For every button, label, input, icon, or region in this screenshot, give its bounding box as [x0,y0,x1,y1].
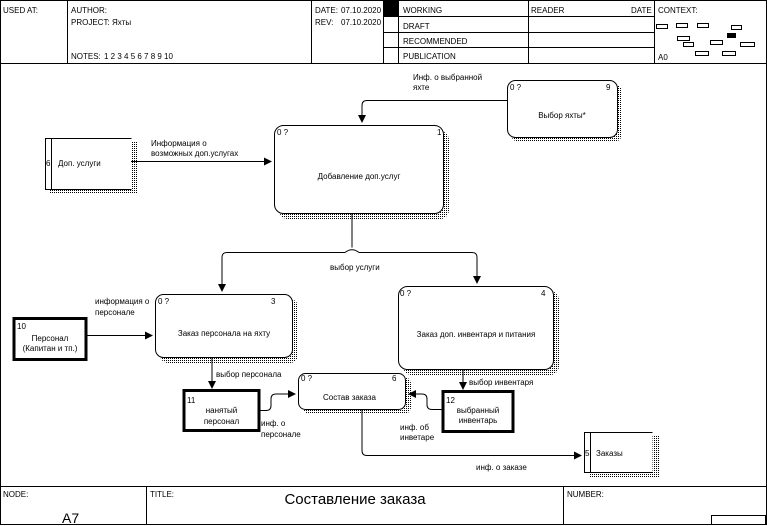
activity-3-number: 3 [271,297,276,306]
status-draft: DRAFT [403,22,430,31]
context-label: CONTEXT: [658,6,698,15]
external-11-number: 11 [187,396,196,405]
activity-4-code: 0 ? [400,289,412,298]
number-label: NUMBER: [567,490,604,499]
external-5-label: Заказы [596,449,623,458]
external-10-number: 10 [17,322,26,331]
arrow-label-inventory-to-order-line1: инф. об [400,423,429,432]
status-publication: PUBLICATION [403,52,456,61]
activity-4-number: 4 [541,289,546,298]
activity-box-6 [298,373,406,410]
date-value: 07.10.2020 [341,6,382,15]
arrow-service-choice-left [218,252,345,292]
activity-1-label: Добавление доп.услуг [317,172,401,181]
activity-6-number: 6 [392,374,397,383]
activity-9-code: 0 ? [510,83,522,92]
activity-4-label: Заказ доп. инвентаря и питания [416,330,536,339]
external-box-12 [441,390,515,433]
arrow-label-inventory-to-order-line2: инветаре [400,433,435,442]
activity-box-9 [507,80,618,138]
arrow-label-staff-to-order-line2: персонале [261,430,301,439]
node-label: NODE: [3,490,29,499]
project-label: PROJECT: [71,18,110,27]
rev-label: REV: [315,18,334,27]
activity-1-number: 1 [437,128,442,137]
external-12-number: 12 [446,396,455,405]
arrow-label-staff-info-line1: информация о [95,297,150,306]
diagram-title: Составление заказа [284,491,426,508]
external-10-label-line2: (Капитан и тп.) [22,344,78,353]
notes-label: NOTES: [71,52,101,61]
arrow-service-choice-fork [344,249,360,253]
arrow-service-choice-right [359,252,481,284]
reader-date-label: DATE [631,6,652,15]
activity-6-code: 0 ? [301,374,313,383]
activity-9-number: 9 [606,83,611,92]
arrow-label-service-choice: выбор услуги [330,263,380,272]
working-status-marker [384,1,398,16]
title-label: TITLE: [150,490,175,499]
node-value: A7 [62,510,80,526]
arrow-label-staff-info-line2: персонале [95,308,135,317]
arrow-label-inventory-choice: выбор инвентаря [469,378,534,387]
arrows [86,100,582,460]
arrow-label-yacht-info-line1: Инф. о выбранной [413,73,483,82]
external-6-label: Доп. услуги [58,159,101,168]
external-box-10 [12,317,88,361]
arrow-label-services-line2: возможных доп.услугах [151,149,239,158]
external-10-label-line1: Персонал [31,334,69,343]
arrow-label-services-line1: Информация о [151,139,207,148]
notes-values: 1 2 3 4 5 6 7 8 9 10 [104,52,173,61]
activity-box-1 [274,125,444,214]
activity-box-4 [398,286,554,370]
status-recommended: RECOMMENDED [403,37,468,46]
arrow-inventory-to-order [408,390,443,410]
activity-box-3 [155,294,293,358]
activity-6-label: Состав заказа [323,393,376,402]
footer-grid [0,486,767,525]
reader-label: READER [531,6,565,15]
rev-value: 07.10.2020 [341,18,382,27]
date-label: DATE: [315,6,338,15]
external-12-label-line2: инвентарь [458,416,498,425]
arrow-label-staff-choice: выбор персонала [216,370,282,379]
arrow-yacht-info [358,100,507,123]
arrow-staff-to-order [259,390,296,411]
external-box-6 [45,138,132,190]
arrow-order-info [361,409,582,460]
external-box-5 [584,432,653,473]
external-11-label-line1: нанятый [205,406,238,415]
arrow-label-staff-to-order-line1: инф. о [261,419,286,428]
author-label: AUTHOR: [71,6,107,15]
context-thumbnail [656,23,755,56]
external-12-label-line1: выбранный [456,406,500,415]
status-working: WORKING [403,6,443,15]
activity-3-label: Заказ персонала на яхту [177,329,271,338]
arrow-label-order-info: инф. о заказе [476,463,527,472]
activity-9-label: Выбор яхты* [538,111,586,120]
external-5-number: 5 [585,449,590,458]
context-node: A0 [658,53,668,62]
external-boxes [45,138,653,473]
arrow-label-yacht-info-line2: яхте [413,83,430,92]
external-11-label-line2: персонал [203,417,240,426]
activity-1-code: 0 ? [277,128,289,137]
activity-boxes [155,80,618,410]
used-at-label: USED AT: [3,6,38,15]
project-value: Яхты [112,18,132,27]
external-6-number: 6 [46,159,51,168]
activity-3-code: 0 ? [158,297,170,306]
